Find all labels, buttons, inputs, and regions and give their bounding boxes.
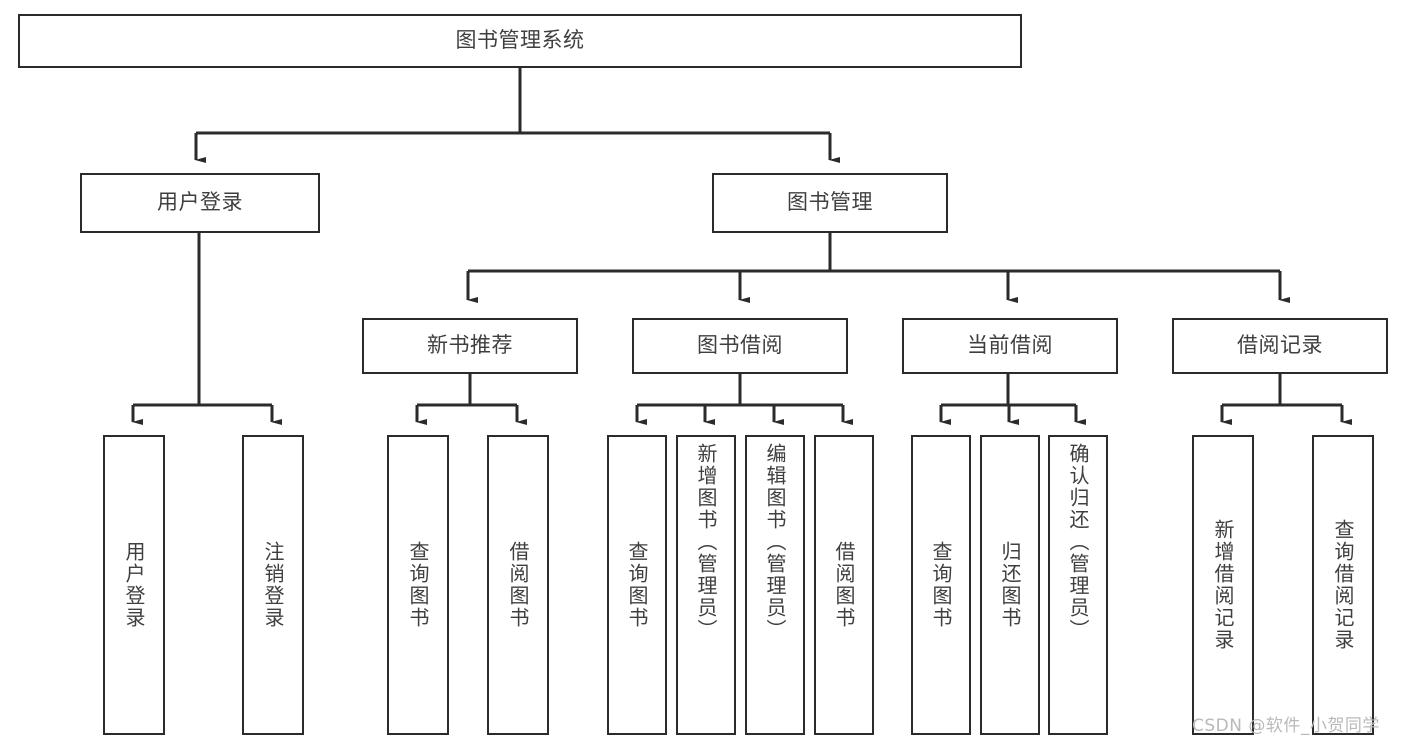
node-leaf-confirm-return-admin[interactable]: 确认归还（管理员） — [1048, 435, 1108, 735]
node-current-borrow-label: 当前借阅 — [967, 333, 1053, 358]
node-leaf-query-book-3-label: 查询图书 — [929, 541, 953, 629]
node-leaf-query-book-2-label: 查询图书 — [625, 541, 649, 629]
node-leaf-query-book-1[interactable]: 查询图书 — [387, 435, 449, 735]
node-leaf-query-book-2[interactable]: 查询图书 — [607, 435, 667, 735]
node-leaf-borrow-book-2-label: 借阅图书 — [832, 541, 856, 629]
node-book-borrow[interactable]: 图书借阅 — [632, 318, 848, 374]
node-new-book-recommend-label: 新书推荐 — [427, 333, 513, 358]
node-book-borrow-label: 图书借阅 — [697, 333, 783, 358]
node-leaf-query-book-1-label: 查询图书 — [406, 541, 430, 629]
node-leaf-user-login[interactable]: 用户登录 — [103, 435, 165, 735]
node-leaf-add-borrow-record-label: 新增借阅记录 — [1211, 519, 1235, 651]
node-leaf-borrow-book-1[interactable]: 借阅图书 — [487, 435, 549, 735]
node-new-book-recommend[interactable]: 新书推荐 — [362, 318, 578, 374]
node-root[interactable]: 图书管理系统 — [18, 14, 1022, 68]
node-leaf-add-book-admin-label: 新增图书（管理员） — [694, 443, 718, 641]
node-leaf-query-borrow-record-label: 查询借阅记录 — [1331, 519, 1355, 651]
node-leaf-add-borrow-record[interactable]: 新增借阅记录 — [1192, 435, 1254, 735]
node-leaf-confirm-return-admin-label: 确认归还（管理员） — [1066, 443, 1090, 641]
node-leaf-borrow-book-2[interactable]: 借阅图书 — [814, 435, 874, 735]
csdn-watermark: CSDN @软件_小贺同学 — [1192, 716, 1380, 736]
node-leaf-user-login-label: 用户登录 — [122, 541, 146, 629]
node-leaf-edit-book-admin-label: 编辑图书（管理员） — [763, 443, 787, 641]
node-leaf-return-book[interactable]: 归还图书 — [980, 435, 1040, 735]
node-leaf-query-book-3[interactable]: 查询图书 — [911, 435, 971, 735]
node-leaf-logout[interactable]: 注销登录 — [242, 435, 304, 735]
node-leaf-logout-label: 注销登录 — [261, 541, 285, 629]
node-book-management-label: 图书管理 — [787, 190, 873, 215]
node-leaf-edit-book-admin[interactable]: 编辑图书（管理员） — [745, 435, 805, 735]
node-current-borrow[interactable]: 当前借阅 — [902, 318, 1118, 374]
node-leaf-return-book-label: 归还图书 — [998, 541, 1022, 629]
node-borrow-record-label: 借阅记录 — [1237, 333, 1323, 358]
node-user-login[interactable]: 用户登录 — [80, 173, 320, 233]
node-borrow-record[interactable]: 借阅记录 — [1172, 318, 1388, 374]
node-book-management[interactable]: 图书管理 — [712, 173, 948, 233]
node-user-login-label: 用户登录 — [157, 190, 243, 215]
node-leaf-borrow-book-1-label: 借阅图书 — [506, 541, 530, 629]
node-leaf-query-borrow-record[interactable]: 查询借阅记录 — [1312, 435, 1374, 735]
node-root-label: 图书管理系统 — [455, 28, 585, 53]
node-leaf-add-book-admin[interactable]: 新增图书（管理员） — [676, 435, 736, 735]
